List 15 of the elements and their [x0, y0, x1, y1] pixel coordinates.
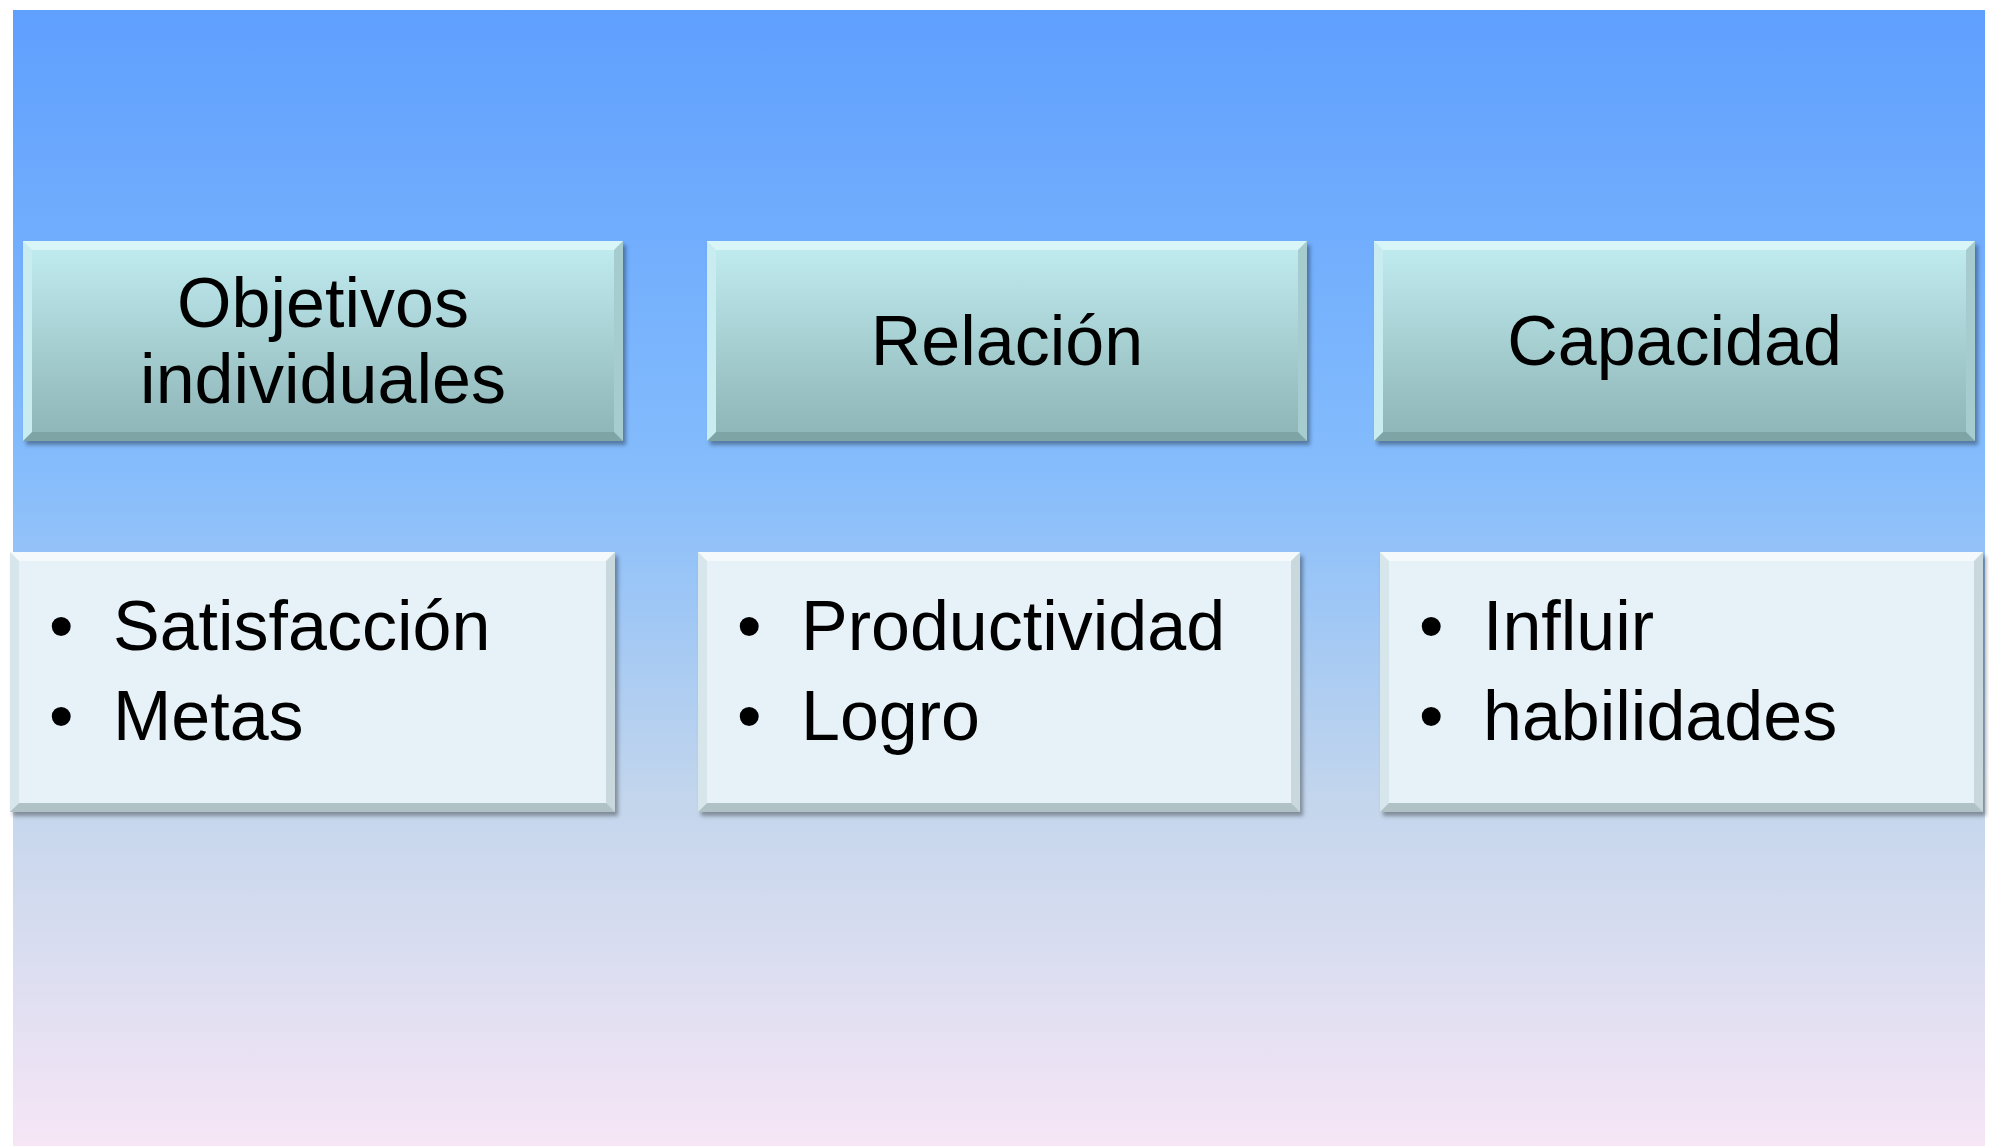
bullet-item: • Metas	[49, 676, 304, 757]
bullet-item: • Satisfacción	[49, 586, 491, 667]
bullet-item: • Influir	[1419, 586, 1655, 667]
bullet-item: • Logro	[737, 676, 980, 757]
box-heading: Capacidad	[1507, 303, 1842, 379]
list-box	[1380, 552, 1983, 812]
bullet-item: • Productividad	[737, 586, 1226, 667]
box-heading: Objetivos individuales	[139, 265, 507, 417]
box-heading: Relación	[870, 303, 1144, 379]
list-box	[698, 552, 1300, 812]
list-box	[10, 552, 615, 812]
bullet-item: • habilidades	[1419, 676, 1838, 757]
header-box	[707, 241, 1307, 441]
header-box	[1374, 241, 1975, 441]
header-box	[23, 241, 623, 441]
